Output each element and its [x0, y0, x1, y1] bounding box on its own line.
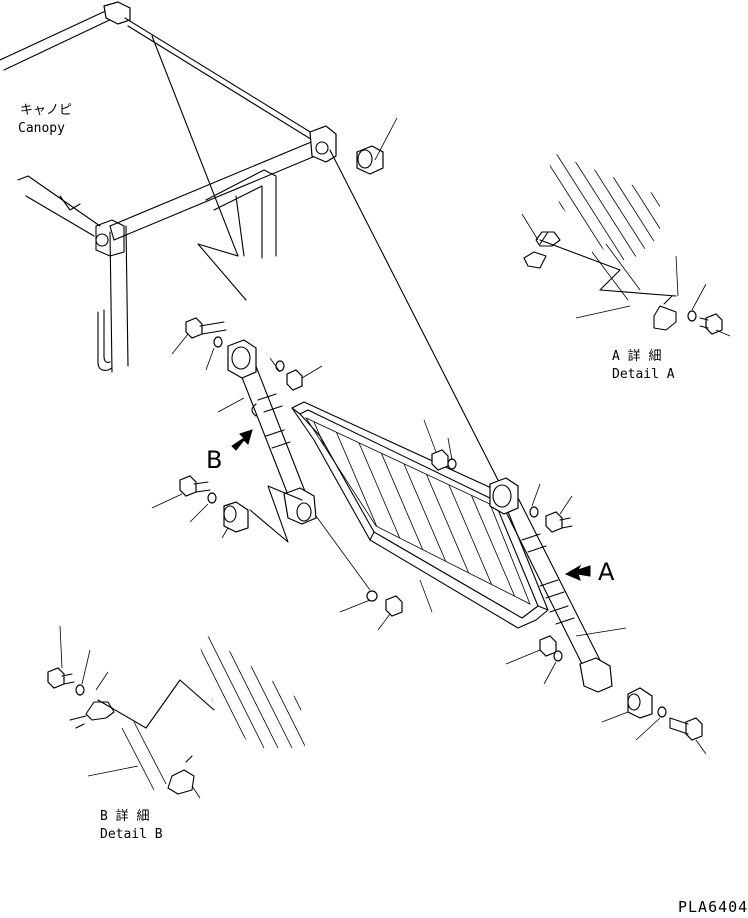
nut-left-pipe [286, 369, 303, 391]
detail-a [521, 150, 731, 337]
nut-bottom-left [385, 595, 403, 617]
canopy-label-en: Canopy [18, 121, 65, 136]
right-support-pipe [489, 477, 627, 693]
detail-a-label-en: Detail A [612, 367, 675, 382]
bolt-bottom-right [685, 717, 703, 741]
detail-b-label-en: Detail B [100, 827, 163, 842]
detail-b [47, 625, 306, 799]
bolt-lower-left [179, 475, 197, 497]
detail-b-label-jp: B 詳 細 [100, 808, 149, 824]
break-line-left [151, 35, 247, 301]
leader-line-right [329, 149, 501, 485]
nut-right-lower [539, 635, 557, 657]
break-line-left-lower [249, 485, 303, 543]
washer-screen-top [447, 458, 457, 470]
arrow-a-label: A [598, 558, 615, 586]
washer-left-pipe [275, 360, 285, 372]
arrow-b-icon [231, 429, 253, 451]
washer-lower-left [207, 492, 217, 504]
bolt-right-pipe [545, 511, 563, 533]
canopy-label-jp: キャノピ [20, 103, 72, 118]
drawing-code: PLA6404 [678, 898, 748, 916]
washer-upper-left [213, 336, 223, 348]
washer-bottom-left [366, 590, 378, 602]
arrow-b-label: B [206, 446, 222, 474]
washer-bottom-right [657, 706, 667, 718]
washer-right-pipe [529, 506, 539, 518]
detail-a-label-jp: A 詳 細 [612, 348, 661, 364]
bolt-upper-left [171, 317, 227, 355]
nut-screen-top [431, 449, 449, 471]
canopy-frame [0, 1, 398, 373]
left-support-pipe [227, 339, 317, 525]
washer-right-lower [553, 650, 563, 662]
arrow-a-icon [564, 564, 591, 581]
